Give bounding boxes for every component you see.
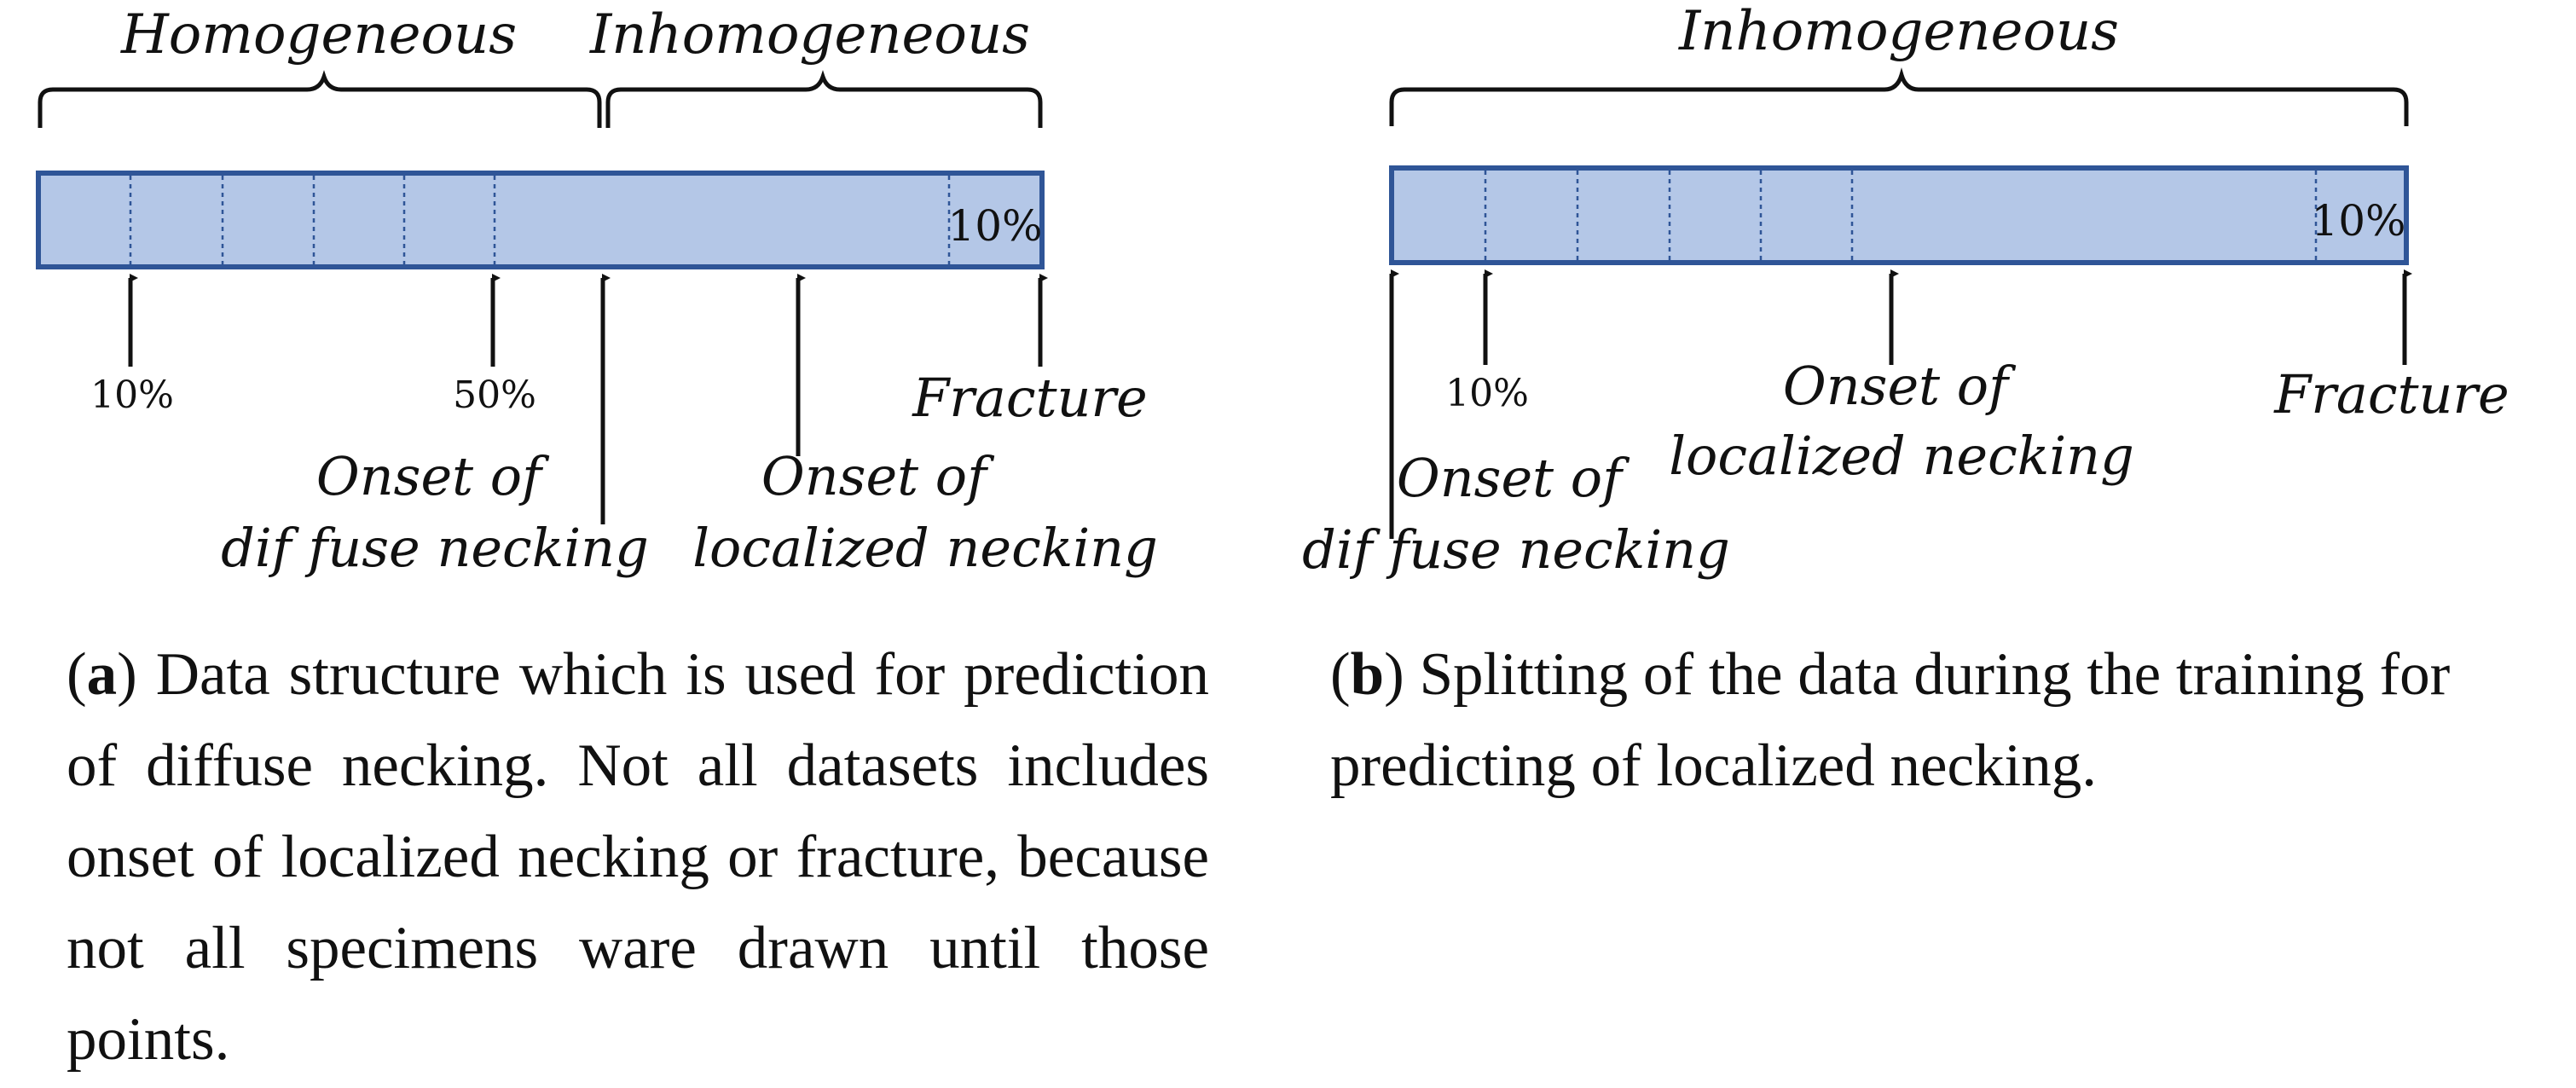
bar-dividers-b bbox=[1484, 171, 2318, 260]
caption-letter-a: a bbox=[86, 641, 118, 708]
caption-text-b: Splitting of the data during the trainin… bbox=[1330, 641, 2451, 799]
arrow-50-percent-label-a: 50% bbox=[453, 373, 536, 417]
bar-percent-label-b: 10% bbox=[2311, 196, 2405, 246]
panel-b: Inhomogeneous 10% 10% Fracture Onset of … bbox=[1302, 0, 2509, 581]
bar-dividers-a bbox=[129, 176, 951, 264]
localized-necking-label-line2-b: localized necking bbox=[1669, 425, 2134, 487]
diffuse-necking-label-line1-a: Onset of bbox=[316, 445, 550, 507]
data-bar-a bbox=[36, 171, 1045, 269]
panel-a: Homogeneous Inhomogeneous 10% 10% 50% Fr… bbox=[36, 3, 1158, 579]
brace-homogeneous bbox=[38, 70, 602, 128]
caption-letter-b: b bbox=[1350, 641, 1385, 708]
fracture-label-b: Fracture bbox=[2273, 363, 2509, 425]
brace-inhomogeneous-b bbox=[1389, 67, 2409, 126]
caption-text-a: Data structure which is used for predict… bbox=[67, 641, 1209, 1073]
caption-a: (a) Data structure which is used for pre… bbox=[67, 641, 1209, 1073]
inhomogeneous-label-a: Inhomogeneous bbox=[589, 3, 1030, 67]
caption-b: (b) Splitting of the data during the tra… bbox=[1330, 641, 2451, 799]
arrow-10-percent-label-b: 10% bbox=[1445, 372, 1529, 415]
diffuse-necking-label-line2-b: dif fuse necking bbox=[1302, 518, 1730, 581]
fracture-label-a: Fracture bbox=[912, 367, 1148, 429]
localized-necking-label-line2-a: localized necking bbox=[692, 517, 1158, 579]
inhomogeneous-label-b: Inhomogeneous bbox=[1678, 0, 2119, 63]
localized-necking-label-line1-b: Onset of bbox=[1783, 355, 2017, 417]
brace-inhomogeneous bbox=[605, 70, 1043, 128]
localized-necking-label-line1-a: Onset of bbox=[761, 445, 995, 507]
necking-data-structure-figure: Homogeneous Inhomogeneous 10% 10% 50% Fr… bbox=[36, 0, 2509, 581]
diffuse-necking-label-line2-a: dif fuse necking bbox=[221, 517, 649, 579]
bar-percent-label-a: 10% bbox=[947, 201, 1042, 251]
homogeneous-label: Homogeneous bbox=[120, 3, 517, 67]
data-bar-b bbox=[1389, 165, 2409, 265]
diffuse-necking-label-line1-b: Onset of bbox=[1397, 447, 1630, 509]
arrow-10-percent-label-a: 10% bbox=[90, 373, 174, 417]
